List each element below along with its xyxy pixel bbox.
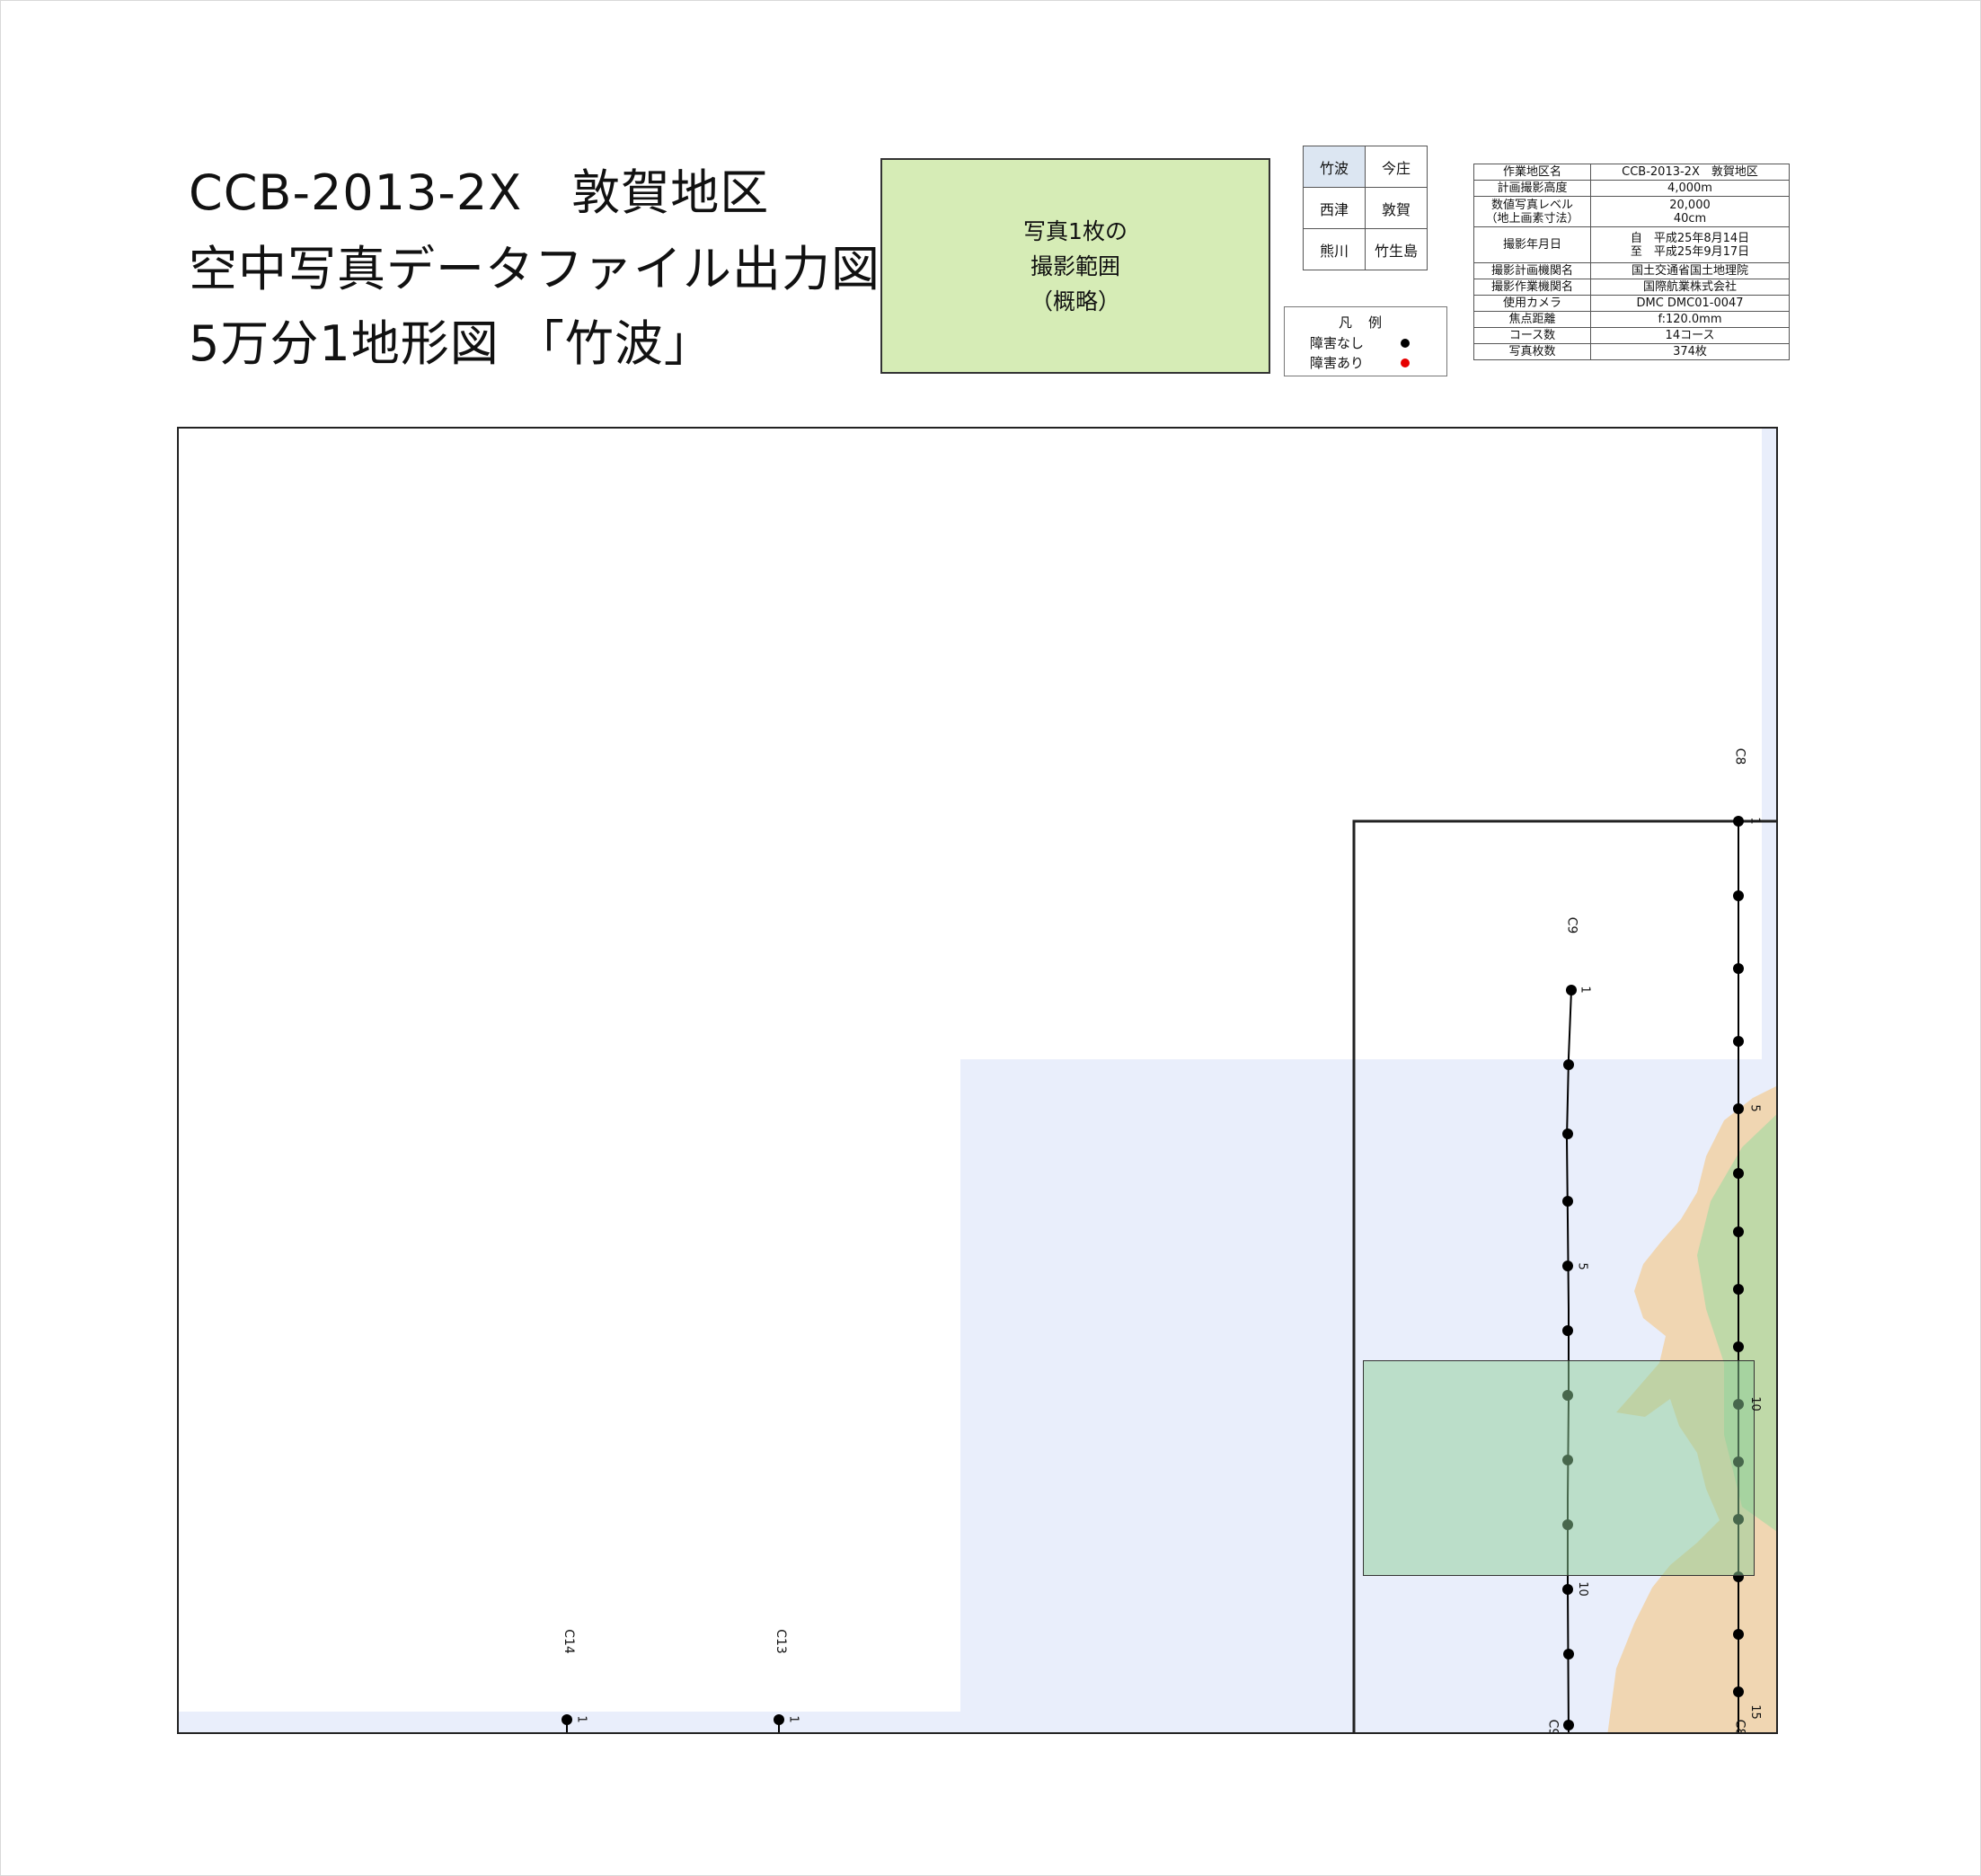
- black-dot-icon: [1401, 339, 1410, 348]
- info-value: DMC DMC01-0047: [1590, 295, 1790, 312]
- info-key: 撮影作業機関名: [1473, 279, 1591, 296]
- photo-number: 1: [1747, 817, 1762, 825]
- photo-center: [1562, 1196, 1573, 1207]
- photo-number: 1: [574, 1715, 588, 1723]
- photo-center: [1733, 816, 1744, 827]
- photo-number: 15: [1747, 1704, 1762, 1720]
- legend-item-obstacle: 障害あり: [1310, 355, 1365, 371]
- sheet-cell: 竹生島: [1365, 228, 1428, 270]
- photo-number: 10: [1575, 1581, 1589, 1597]
- coverage-note-line3: （概略）: [1030, 288, 1120, 314]
- sheet-cell: 西津: [1303, 187, 1366, 229]
- coverage-note-line2: 撮影範囲: [1030, 252, 1120, 279]
- title-output-map: 空中写真データファイル出力図: [189, 241, 880, 297]
- course-label-c8-bottom: C8: [1732, 1719, 1747, 1734]
- photo-coverage-legend: 写真1枚の 撮影範囲 （概略）: [880, 158, 1270, 374]
- info-value: 374枚: [1590, 343, 1790, 360]
- info-key: 焦点距離: [1473, 311, 1591, 328]
- info-key: 数値写真レベル （地上画素寸法）: [1473, 196, 1591, 227]
- course-label-c13: C13: [773, 1629, 788, 1654]
- course-label-c14: C14: [561, 1629, 576, 1654]
- adjacent-sheet-index: 竹波 今庄 西津 敦賀 熊川 竹生島: [1303, 146, 1428, 270]
- photo-center: [1733, 1284, 1744, 1295]
- photo-center: [1733, 1226, 1744, 1237]
- photo-center: [1733, 890, 1744, 901]
- info-key: 計画撮影高度: [1473, 180, 1591, 197]
- info-value: 20,000 40cm: [1590, 196, 1790, 227]
- photo-center: [1733, 1103, 1744, 1114]
- info-key: 撮影年月日: [1473, 226, 1591, 263]
- red-dot-icon: [1401, 358, 1410, 367]
- photo-center: [1733, 1629, 1744, 1640]
- photo-center: [1733, 1036, 1744, 1047]
- legend: 凡例 障害なし 障害あり: [1284, 306, 1447, 376]
- sea-strip: [1762, 429, 1776, 1059]
- photo-number: 10: [1747, 1396, 1762, 1411]
- photo-center: [1562, 1128, 1573, 1139]
- photo-center: [1563, 1720, 1574, 1730]
- info-value: 4,000m: [1590, 180, 1790, 197]
- forest-area: [1697, 1114, 1776, 1532]
- photo-center: [1566, 985, 1577, 996]
- info-key: 使用カメラ: [1473, 295, 1591, 312]
- single-photo-coverage: [1363, 1360, 1755, 1576]
- title-district: CCB-2013-2X 敦賀地区: [189, 164, 770, 221]
- photo-center: [1562, 1261, 1573, 1271]
- photo-center: [1562, 1584, 1573, 1595]
- info-value: 国際航業株式会社: [1590, 279, 1790, 296]
- legend-item-no-obstacle: 障害なし: [1310, 335, 1365, 351]
- info-value: CCB-2013-2X 敦賀地区: [1590, 164, 1790, 181]
- photo-center: [1733, 1341, 1744, 1352]
- info-key: 作業地区名: [1473, 164, 1591, 181]
- photo-center: [1563, 1649, 1574, 1659]
- info-key: コース数: [1473, 327, 1591, 344]
- photo-number: 5: [1747, 1104, 1762, 1112]
- info-value: f:120.0mm: [1590, 311, 1790, 328]
- coverage-note-line1: 写真1枚の: [1023, 217, 1128, 244]
- info-key: 写真枚数: [1473, 343, 1591, 360]
- photo-center: [1562, 1325, 1573, 1336]
- photo-number: 1: [1578, 986, 1592, 994]
- photo-center: [1563, 1059, 1574, 1070]
- course-label-c8-top: C8: [1732, 748, 1747, 765]
- info-value: 自 平成25年8月14日 至 平成25年9月17日: [1590, 226, 1790, 263]
- photo-center: [774, 1714, 784, 1725]
- sheet-cell: 敦賀: [1365, 187, 1428, 229]
- info-key: 撮影計画機関名: [1473, 262, 1591, 279]
- photo-center: [562, 1714, 572, 1725]
- course-label-c9-bottom: C9: [1545, 1719, 1561, 1734]
- map-frame: C8 C8 C9 C9 C13 C14 1 5 10 15 1 5 10 1 1: [177, 427, 1778, 1734]
- sheet-cell: 熊川: [1303, 228, 1366, 270]
- course-label-c9-top: C9: [1564, 916, 1579, 934]
- photo-center: [1733, 1168, 1744, 1179]
- sheet-boundary: [1352, 819, 1776, 1732]
- sheet-cell: 今庄: [1365, 146, 1428, 188]
- info-value: 国土交通省国土地理院: [1590, 262, 1790, 279]
- photo-center: [1733, 1686, 1744, 1697]
- photo-number: 1: [786, 1715, 800, 1723]
- title-sheet-name: 5万分1地形図 「竹波」: [189, 315, 713, 372]
- photo-number: 5: [1575, 1262, 1589, 1270]
- sheet-cell-current: 竹波: [1303, 146, 1366, 188]
- legend-title: 凡例: [1339, 314, 1399, 331]
- info-value: 14コース: [1590, 327, 1790, 344]
- photo-center: [1733, 963, 1744, 974]
